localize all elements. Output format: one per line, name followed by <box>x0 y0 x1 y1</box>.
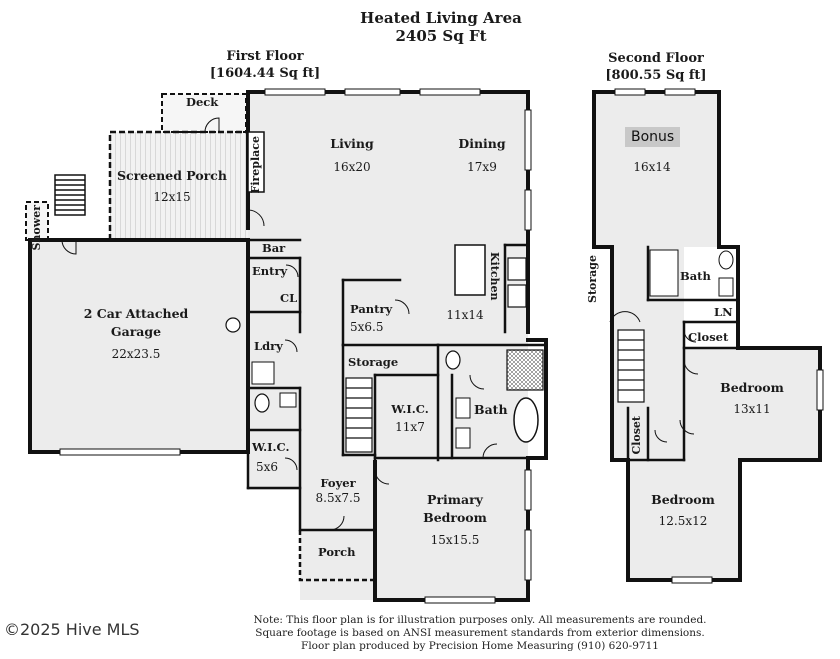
cl-label: CL <box>280 291 298 305</box>
bonus-dim: 16x14 <box>633 160 671 174</box>
second-floor-plan <box>592 88 824 584</box>
screened-porch-label: Screened Porch <box>117 168 227 183</box>
bar-label: Bar <box>262 241 286 255</box>
foyer-dim: 8.5x7.5 <box>315 491 361 505</box>
deck-label: Deck <box>186 95 219 109</box>
storage-upstairs-label: Storage <box>586 255 599 303</box>
pantry-label: Pantry <box>350 302 393 316</box>
wic-small-dim: 5x6 <box>256 460 279 474</box>
primary-bedroom-label: Primary <box>427 492 483 507</box>
garage-dim: 22x23.5 <box>111 347 161 361</box>
footer-note-3: Floor plan produced by Precision Home Me… <box>301 640 659 652</box>
bath-upstairs-label: Bath <box>680 269 711 283</box>
footer-note-1: Note: This floor plan is for illustratio… <box>253 614 707 626</box>
primary-bedroom-dim: 15x15.5 <box>430 533 480 547</box>
first-floor-plan <box>25 88 548 604</box>
kitchen-island <box>454 244 486 296</box>
foyer-label: Foyer <box>320 476 356 490</box>
living-label: Living <box>330 136 374 151</box>
screened-porch-area <box>110 132 248 240</box>
bath-label: Bath <box>474 402 508 417</box>
dining-dim: 17x9 <box>467 160 497 174</box>
bonus-label: Bonus <box>625 127 681 147</box>
closet-1-label: Closet <box>688 330 729 344</box>
screened-porch-dim: 12x15 <box>153 190 191 204</box>
linen-label: LN <box>714 305 733 319</box>
second-floor-area: [800.55 Sq ft] <box>605 68 707 83</box>
closet-2-label: Closet <box>630 416 643 455</box>
bedroom-2-dim: 12.5x12 <box>658 514 708 528</box>
entry-label: Entry <box>252 264 288 278</box>
second-floor-title: Second Floor <box>608 51 704 66</box>
living-dim: 16x20 <box>333 160 371 174</box>
fireplace-label: Fireplace <box>249 136 262 194</box>
deck-area <box>161 93 247 133</box>
shower-label: Shower <box>30 205 43 251</box>
pantry-dim: 5x6.5 <box>350 320 384 334</box>
garage-label: 2 Car Attached <box>83 306 189 321</box>
first-floor-area: [1604.44 Sq ft] <box>209 66 321 81</box>
kitchen-dim: 11x14 <box>446 308 484 322</box>
first-floor-title: First Floor <box>226 49 304 64</box>
bedroom-1-label: Bedroom <box>720 380 784 395</box>
dining-label: Dining <box>458 136 506 151</box>
total-area: 2405 Sq Ft <box>395 27 487 45</box>
garage-label-2: Garage <box>110 324 162 339</box>
mls-watermark: ©2025 Hive MLS <box>4 620 140 639</box>
bedroom-1-dim: 13x11 <box>733 402 771 416</box>
bedroom-2-label: Bedroom <box>651 492 715 507</box>
laundry-label: Ldry <box>254 339 283 353</box>
wic-primary-label: W.I.C. <box>391 402 429 416</box>
wic-small-label: W.I.C. <box>252 440 290 454</box>
primary-bedroom-label-2: Bedroom <box>423 510 487 525</box>
storage-label: Storage <box>348 355 399 369</box>
wic-primary-dim: 11x7 <box>395 420 425 434</box>
porch-label: Porch <box>318 545 356 559</box>
plan-title: Heated Living Area <box>360 9 522 27</box>
kitchen-label: Kitchen <box>488 252 501 301</box>
footer-note-2: Square footage is based on ANSI measurem… <box>255 627 705 639</box>
